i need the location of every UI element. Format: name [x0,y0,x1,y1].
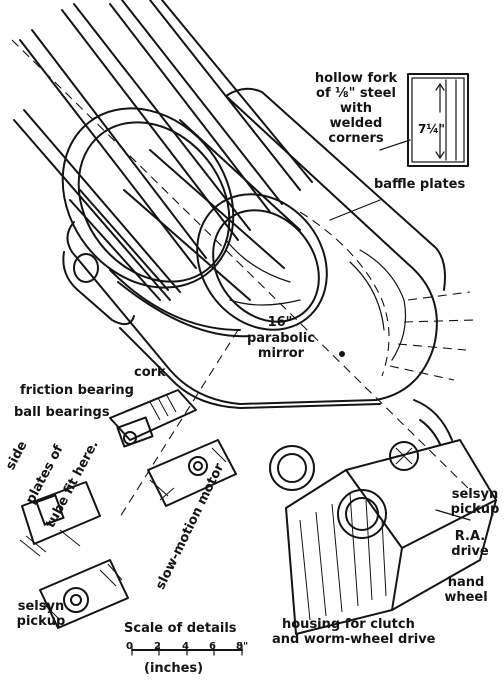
label-hollow-fork-2: of ⅛" steel [316,86,396,101]
label-mirror-2: mirror [257,346,305,361]
scale-tick-2: 2 [154,641,161,652]
scale-tick-6: 6 [209,641,216,652]
label-housing-1: housing for clutch [282,617,415,632]
motor-detail [147,439,237,507]
label-fork-dimension: 7¼" [418,122,446,136]
fork-section-box [379,73,469,167]
label-selsyn-right-2: pickup [450,502,500,517]
label-selsyn-left-2: pickup [16,614,66,629]
polar-axis [11,39,471,491]
label-baffle-plates: baffle plates [374,177,466,192]
scale-bar [131,644,243,656]
selsyn-detail [39,559,129,629]
fork-housing [62,87,446,409]
detail-divider [117,329,239,521]
label-ra-drive-1: R.A. [454,529,486,544]
scale-tick-0: 0 [126,641,133,652]
label-hollow-fork-4: welded [329,116,383,131]
label-friction-bearing: friction bearing [20,383,134,398]
label-ra-drive-2: drive [451,544,489,559]
label-hollow-fork-5: corners [328,131,384,146]
scale-tick-8: 8" [236,641,249,652]
label-ball-bearings: ball bearings [14,405,110,420]
label-scale-units: (inches) [144,661,204,676]
label-mirror-size: 16" [267,315,293,330]
label-hand-wheel-2: wheel [444,590,488,605]
label-hand-wheel-1: hand [447,575,485,590]
label-hollow-fork-1: hollow fork [314,71,398,86]
label-hollow-fork-3: with [340,101,372,116]
scale-tick-4: 4 [182,641,189,652]
label-cork: cork [134,365,166,380]
drive-housing [269,399,497,635]
label-mirror-1: parabolic [246,331,316,346]
bearing-detail [109,389,197,448]
label-selsyn-right-1: selsyn [451,487,499,502]
side-plate-detail [19,481,101,557]
tube-truss-rods [13,0,313,301]
mirror-cell [61,107,345,357]
label-selsyn-left-1: selsyn [17,599,65,614]
label-scale-title: Scale of details [124,621,237,636]
baffle-plates [299,199,475,381]
label-housing-2: and worm-wheel drive [272,632,436,647]
